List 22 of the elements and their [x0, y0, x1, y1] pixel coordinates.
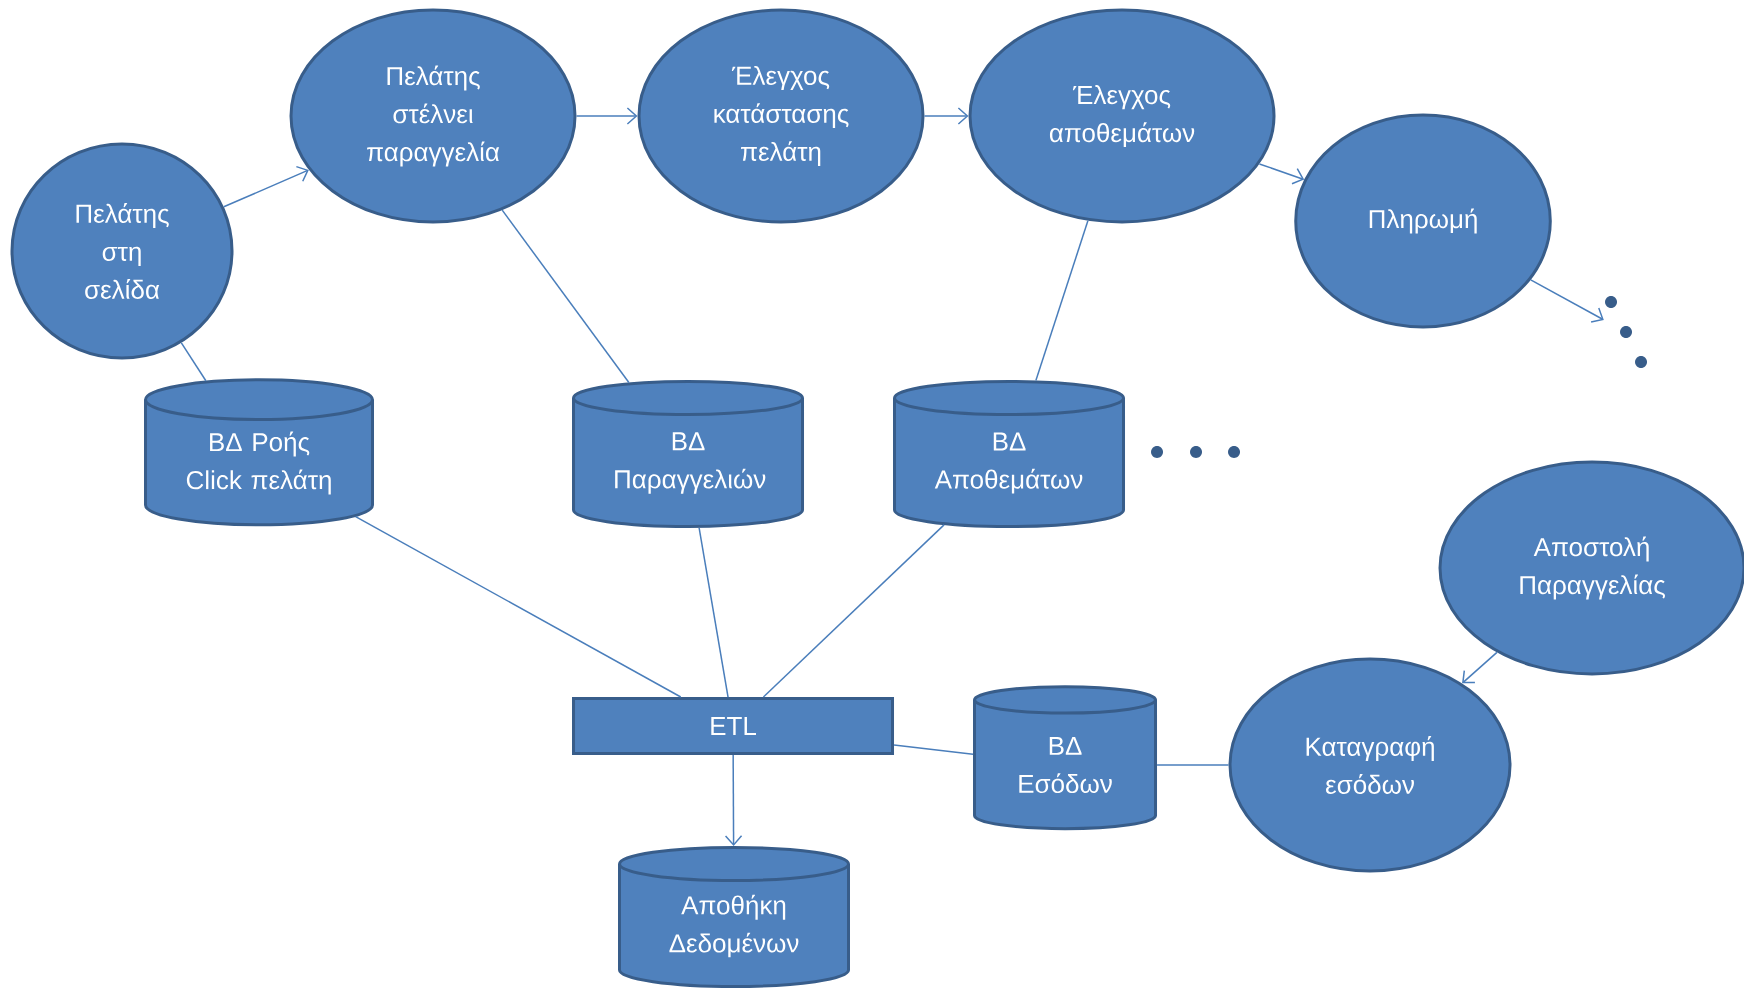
- ellipsis-dots: [1605, 296, 1647, 368]
- process-box: ETL: [572, 697, 894, 755]
- connector-line: [180, 342, 207, 382]
- database-cylinder: ΒΔ Αποθεμάτων: [893, 380, 1125, 528]
- arrow: [724, 754, 743, 846]
- arrow: [1258, 163, 1305, 185]
- database-cylinder: Αποθήκη Δεδομένων: [618, 846, 850, 988]
- arrow: [223, 165, 309, 208]
- connector-line: [893, 744, 974, 755]
- database-cylinder: ΒΔ Παραγγελιών: [572, 380, 804, 528]
- connector-line: [1156, 764, 1230, 766]
- database-cylinder: ΒΔ Ροής Click πελάτη: [144, 378, 374, 527]
- connector-line: [762, 524, 945, 698]
- connector-line: [698, 527, 729, 698]
- database-cylinder: ΒΔ Εσόδων: [973, 685, 1157, 831]
- arrow: [575, 107, 638, 125]
- connector-line: [501, 209, 630, 384]
- connector-line: [1035, 220, 1089, 382]
- arrow: [1530, 279, 1604, 323]
- arrow: [1462, 651, 1498, 684]
- arrow: [923, 107, 969, 125]
- connector-line: [354, 515, 682, 698]
